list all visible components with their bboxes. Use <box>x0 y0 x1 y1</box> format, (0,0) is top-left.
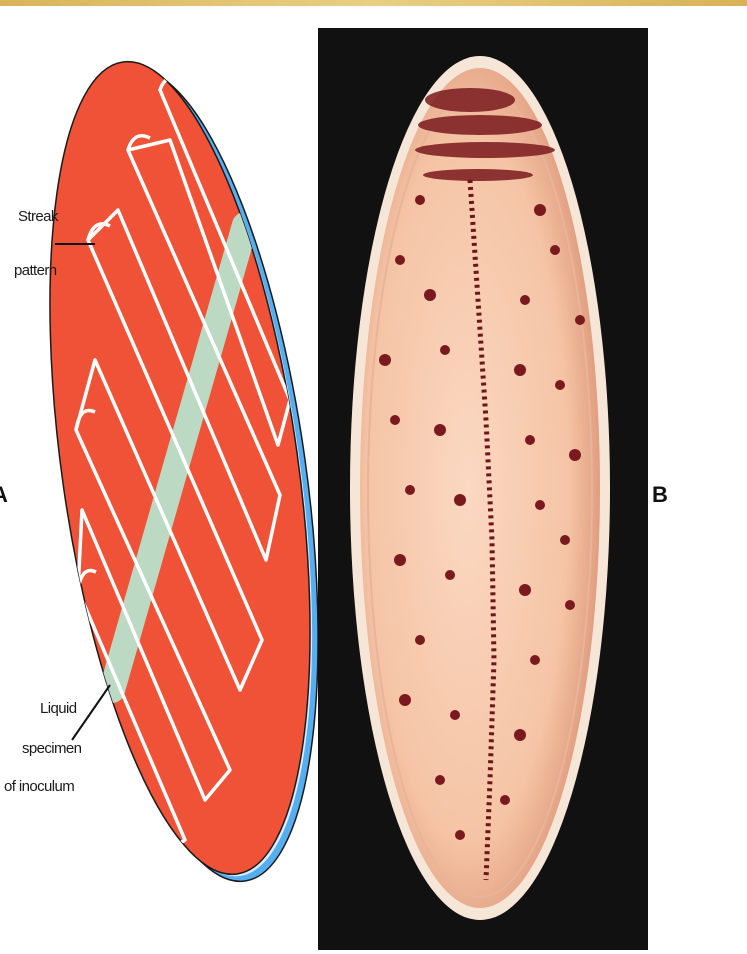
panel-b-letter: B <box>652 482 668 508</box>
liquid-label-line1: Liquid <box>40 700 76 717</box>
panel-a-letter: A <box>0 482 8 508</box>
liquid-label-line2: specimen <box>22 740 81 757</box>
panel-b-photo <box>318 28 648 950</box>
liquid-label-line3: of inoculum <box>4 778 74 795</box>
panel-a-diagram <box>6 46 362 898</box>
inoculum-leader-line <box>72 685 110 740</box>
plate-agar <box>360 68 600 908</box>
streak-label-line2: pattern <box>14 262 57 279</box>
streak-label-line1: Streak <box>18 208 58 225</box>
